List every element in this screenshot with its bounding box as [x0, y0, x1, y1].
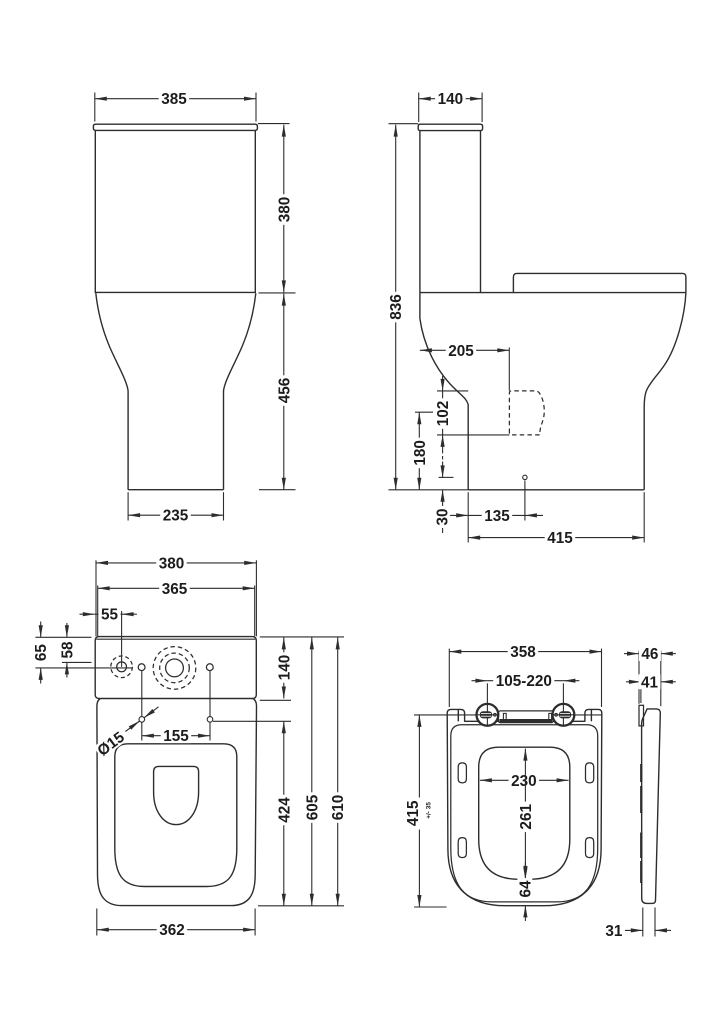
svg-text:64: 64 — [517, 880, 534, 898]
svg-text:456: 456 — [276, 378, 293, 404]
svg-text:+/- 35: +/- 35 — [426, 802, 433, 819]
svg-text:610: 610 — [330, 795, 347, 821]
svg-text:358: 358 — [510, 644, 536, 661]
svg-text:180: 180 — [412, 440, 429, 466]
svg-text:261: 261 — [518, 804, 535, 830]
svg-text:424: 424 — [276, 797, 293, 823]
svg-text:385: 385 — [161, 91, 187, 108]
svg-text:58: 58 — [59, 641, 76, 659]
svg-text:365: 365 — [162, 581, 188, 598]
svg-text:135: 135 — [484, 508, 510, 525]
svg-text:105-220: 105-220 — [496, 673, 552, 690]
svg-text:155: 155 — [163, 728, 189, 745]
svg-text:140: 140 — [276, 655, 293, 681]
svg-text:235: 235 — [163, 508, 189, 525]
svg-text:102: 102 — [435, 401, 452, 427]
svg-text:30: 30 — [435, 508, 452, 525]
svg-text:31: 31 — [605, 923, 623, 940]
svg-text:46: 46 — [641, 646, 658, 663]
svg-text:605: 605 — [304, 794, 321, 820]
svg-text:205: 205 — [448, 343, 474, 360]
svg-text:380: 380 — [276, 197, 293, 223]
svg-text:836: 836 — [388, 294, 405, 320]
svg-text:41: 41 — [641, 674, 659, 691]
svg-text:415: 415 — [405, 800, 422, 826]
svg-text:65: 65 — [33, 644, 50, 662]
svg-text:230: 230 — [511, 773, 537, 790]
svg-text:415: 415 — [547, 530, 573, 547]
svg-text:362: 362 — [159, 922, 185, 939]
svg-text:380: 380 — [159, 555, 185, 572]
svg-text:140: 140 — [438, 91, 464, 108]
svg-text:55: 55 — [101, 607, 119, 624]
